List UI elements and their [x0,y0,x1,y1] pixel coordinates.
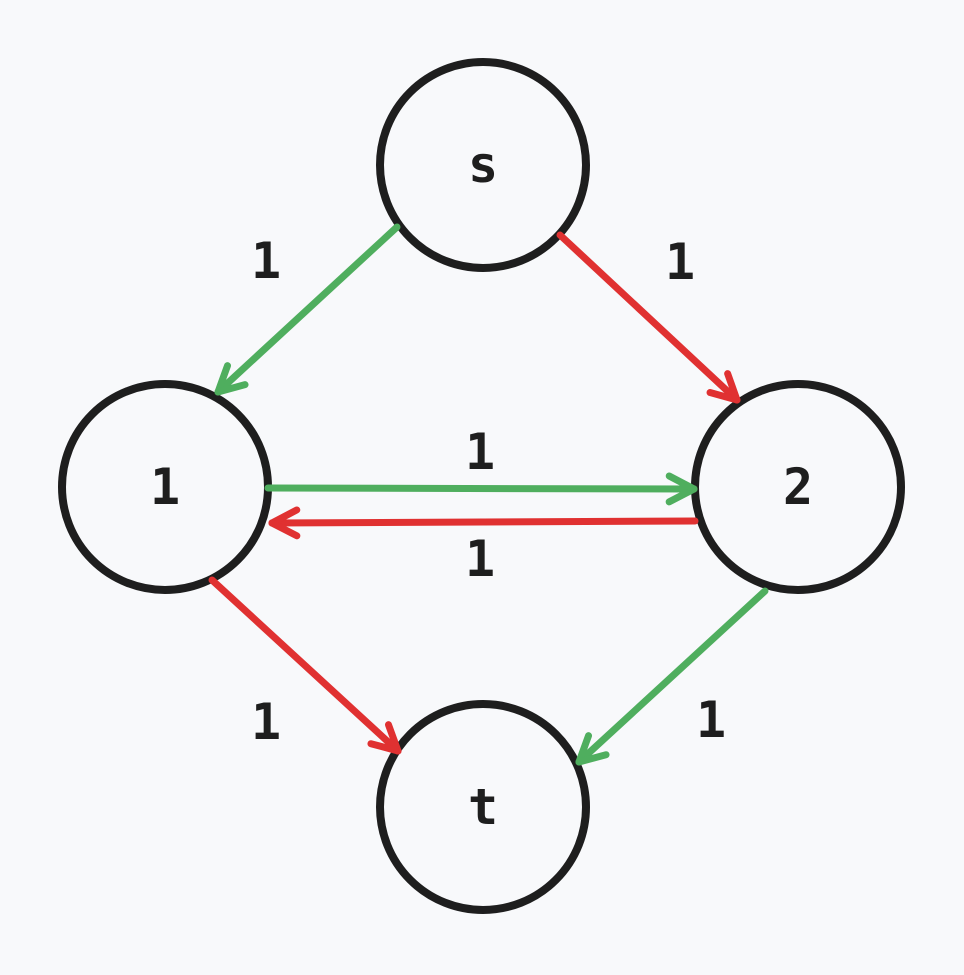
node-2: 2 [691,380,905,594]
arrowhead-icon [575,732,593,766]
edge-s-2 [556,231,741,404]
arrowhead-icon [724,370,741,404]
edge-weight-2-t: 1 [696,691,726,749]
arrowhead-icon [214,362,231,396]
arrowhead-icon [706,389,741,404]
edge-1-2 [264,472,698,506]
node-s: s [376,58,590,272]
edge-1-t [208,576,402,755]
edge-weight-2-1: 1 [465,530,495,588]
node-t: t [376,700,590,914]
arrowhead-icon [665,472,698,493]
node-1: 1 [58,380,272,594]
arrowhead-icon [268,519,301,540]
arrowhead-icon [665,485,698,506]
edge-weight-s-2: 1 [665,233,695,291]
arrowhead-icon [268,506,301,527]
arrowhead-icon [214,381,249,396]
node-circle-t [376,700,590,914]
arrowhead-icon [575,751,610,766]
edge-weight-s-1: 1 [251,232,281,290]
edge-weight-1-t: 1 [251,693,281,751]
edge-s-1 [214,223,401,396]
node-label-s: s [468,136,498,194]
node-circle-s [376,58,590,272]
edge-2-t [575,587,769,766]
node-label-t: t [468,778,498,836]
node-label-2: 2 [783,458,813,516]
arrowhead-icon [367,740,402,755]
edge-2-1 [268,506,699,540]
node-label-1: 1 [150,458,180,516]
edge-weight-1-2: 1 [465,423,495,481]
arrowhead-icon [384,721,402,755]
